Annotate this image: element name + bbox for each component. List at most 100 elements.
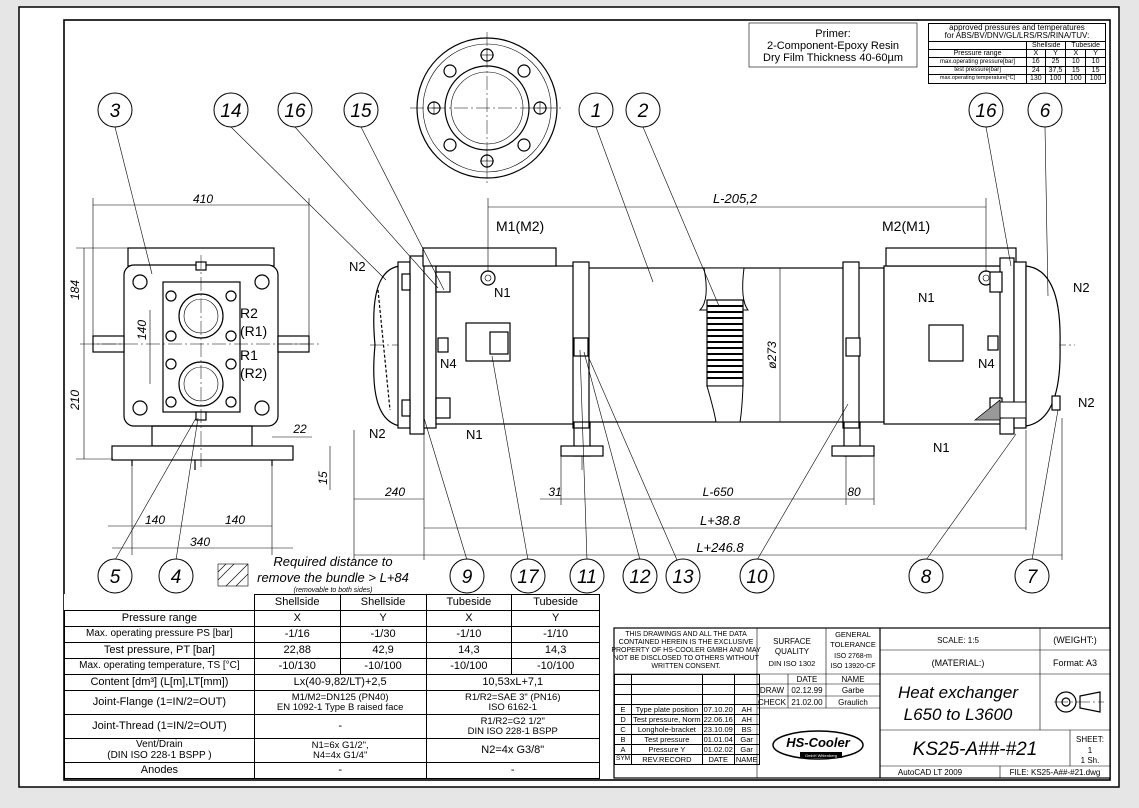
tolerance-line2: TOLERANCE bbox=[830, 640, 876, 649]
bubble-6: 6 bbox=[1027, 92, 1063, 128]
check-date: 21.02.00 bbox=[791, 698, 823, 707]
quality-line2: QUALITY bbox=[775, 647, 810, 656]
dim-15: 15 bbox=[316, 471, 330, 485]
dim-340: 340 bbox=[190, 535, 210, 549]
bubble-16-right: 16 bbox=[968, 92, 1004, 128]
label-n4-right: N4 bbox=[978, 356, 995, 371]
notice-line3: PROPERTY OF HS-COOLER GMBH AND MAY bbox=[611, 647, 761, 654]
approvals-title-2: for ABS/BV/DNV/GL/LRS/RS/RINA/TÜV: bbox=[928, 32, 1106, 42]
label-r2-r1: (R1) bbox=[240, 323, 267, 339]
label-n1-top-right: N1 bbox=[918, 290, 935, 305]
label-r2: R2 bbox=[240, 305, 258, 321]
file-name: FILE: KS25-A##-#21.dwg bbox=[1010, 768, 1101, 777]
svg-text:11: 11 bbox=[577, 567, 597, 588]
label-r1: R1 bbox=[240, 347, 258, 363]
side-view: R2 (R1) R1 (R2) 410 184 210 140 22 15 14… bbox=[68, 192, 331, 555]
spec-row: Content [dm³] (L[m],LT[mm])Lx(40-9,82/LT… bbox=[64, 674, 600, 691]
primer-title: Primer: bbox=[815, 28, 850, 40]
primer-line1: 2-Component-Epoxy Resin bbox=[767, 40, 899, 52]
dim-diameter-273: ø273 bbox=[765, 341, 779, 369]
label-r1-r2: (R2) bbox=[240, 365, 267, 381]
draw-date: 02.12.99 bbox=[791, 686, 823, 695]
svg-text:3: 3 bbox=[110, 101, 121, 122]
bubble-1: 1 bbox=[578, 92, 614, 128]
label-m1-m2: M1(M2) bbox=[496, 218, 544, 234]
svg-text:13: 13 bbox=[672, 567, 694, 588]
dim-l-plus-246-8: L+246.8 bbox=[696, 540, 744, 555]
flange-top-view bbox=[410, 32, 564, 184]
svg-text:6: 6 bbox=[1040, 101, 1051, 122]
svg-text:1: 1 bbox=[591, 101, 602, 122]
bubble-10: 10 bbox=[739, 558, 775, 594]
bubble-16-left: 16 bbox=[277, 92, 313, 128]
svg-text:8: 8 bbox=[921, 567, 932, 588]
bubble-2: 2 bbox=[625, 92, 661, 128]
bubble-5: 5 bbox=[97, 558, 133, 594]
spec-row: Joint-Flange (1=IN/2=OUT) M1/M2=DN125 (P… bbox=[64, 690, 600, 715]
svg-text:16: 16 bbox=[975, 101, 997, 122]
svg-text:15: 15 bbox=[350, 101, 372, 122]
tolerance-line1: GENERAL bbox=[835, 630, 871, 639]
bubble-8: 8 bbox=[908, 558, 944, 594]
dim-140-right: 140 bbox=[225, 513, 245, 527]
leader-lines bbox=[114, 126, 1059, 561]
format: Format: A3 bbox=[1053, 658, 1097, 668]
dim-240: 240 bbox=[384, 485, 405, 499]
notice-line2: CONTAINED HEREIN IS THE EXCLUSIVE bbox=[619, 639, 754, 646]
spec-row: Joint-Thread (1=IN/2=OUT) - R1/R2=G2 1/2… bbox=[64, 714, 600, 739]
label-n2-bottom-left: N2 bbox=[369, 426, 386, 441]
primer-box: Primer: 2-Component-Epoxy Resin Dry Film… bbox=[748, 22, 918, 68]
bubble-7: 7 bbox=[1014, 558, 1050, 594]
bubble-4: 4 bbox=[158, 558, 194, 594]
main-view: ø273 L-205,2 240 31 L-650 80 L+38.8 L+24… bbox=[349, 191, 1095, 560]
date-header: DATE bbox=[797, 675, 818, 684]
bubble-14: 14 bbox=[213, 92, 249, 128]
dim-80: 80 bbox=[847, 485, 861, 499]
bundle-note-line3: (removable to both sides) bbox=[294, 587, 373, 594]
label-n1-bottom-right: N1 bbox=[933, 440, 950, 455]
check-name: Graulich bbox=[838, 698, 868, 707]
dim-140-vertical: 140 bbox=[135, 320, 149, 340]
bundle-note: Required distance to remove the bundle >… bbox=[217, 554, 409, 594]
label-n1-top-left: N1 bbox=[494, 285, 511, 300]
svg-text:12: 12 bbox=[629, 567, 651, 588]
svg-text:17: 17 bbox=[517, 567, 540, 588]
label-n4-left: N4 bbox=[440, 356, 457, 371]
quality-line1: SURFACE bbox=[773, 637, 811, 646]
bundle-note-line1: Required distance to bbox=[273, 554, 392, 569]
notice-line4: NOT BE DISCLOSED TO OTHERS WITHOUT bbox=[613, 655, 759, 662]
bubble-13: 13 bbox=[665, 558, 701, 594]
svg-text:4: 4 bbox=[171, 567, 182, 588]
logo-subtext: GmbH Wittenberg bbox=[805, 753, 837, 758]
dim-22: 22 bbox=[292, 422, 307, 436]
bubble-3: 3 bbox=[97, 92, 133, 128]
approvals-title-1: approved pressures and temperatures bbox=[928, 23, 1106, 33]
primer-line2: Dry Film Thickness 40-60µm bbox=[763, 52, 903, 64]
bubble-17: 17 bbox=[510, 558, 546, 594]
approvals-tubeside: Tubeside bbox=[1065, 40, 1106, 51]
bubble-9: 9 bbox=[449, 558, 485, 594]
tolerance-line4: ISO 13920-CF bbox=[830, 663, 875, 670]
hs-cooler-logo: HS-Cooler GmbH Wittenberg bbox=[772, 730, 864, 760]
projection-symbol-icon bbox=[1054, 691, 1104, 713]
label-n2-top-right: N2 bbox=[1073, 280, 1090, 295]
bubble-11: 11 bbox=[569, 558, 605, 594]
inner-frame bbox=[63, 19, 1111, 781]
svg-text:9: 9 bbox=[462, 567, 473, 588]
drawing-title-line2: L650 to L3600 bbox=[904, 705, 1013, 724]
label-n2-top-left: N2 bbox=[349, 259, 366, 274]
svg-text:16: 16 bbox=[284, 101, 306, 122]
name-header: NAME bbox=[841, 675, 864, 684]
